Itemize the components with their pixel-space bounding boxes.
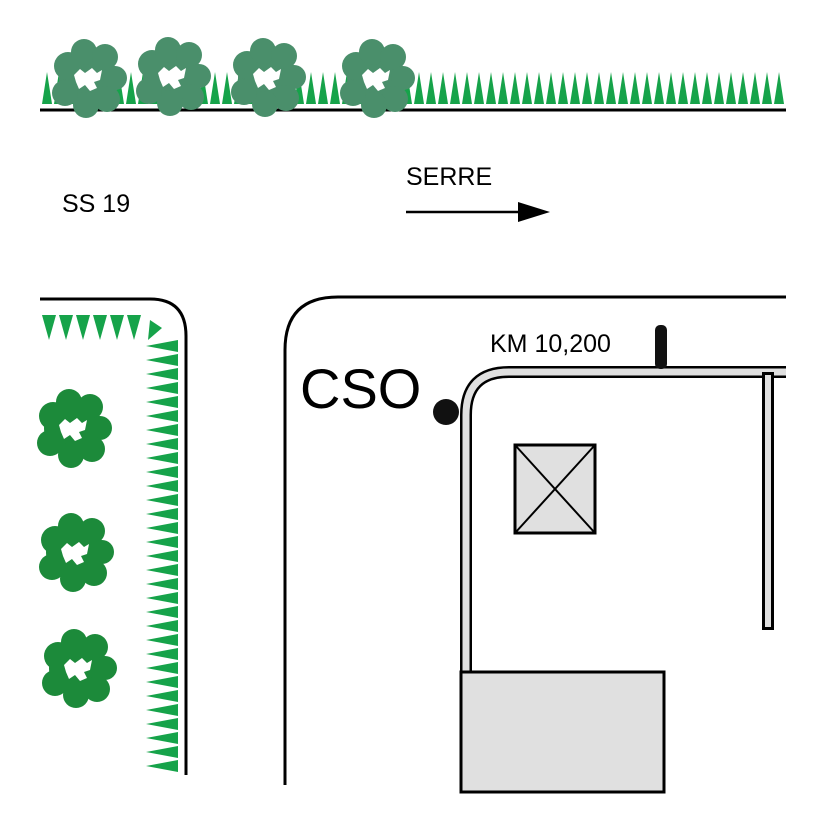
km-marker-label: KM 10,200 <box>490 330 611 358</box>
hedge-spike <box>510 72 520 104</box>
hedge-spike <box>42 72 52 104</box>
hedge-spike <box>146 634 178 646</box>
hedge-spike <box>93 315 107 340</box>
hedge-spike <box>127 315 141 340</box>
hedge-spike <box>558 72 568 104</box>
hedge-spike <box>678 72 688 104</box>
hedge-spike <box>146 354 178 366</box>
hedge-spike <box>146 452 178 464</box>
hedge-spike <box>714 72 724 104</box>
hedge-spike <box>146 662 178 674</box>
hedge-spike <box>750 72 760 104</box>
hedge-spike <box>148 320 162 340</box>
arrow-right-icon <box>406 202 550 222</box>
hedge-spike <box>498 72 508 104</box>
hedge-spike <box>146 676 178 688</box>
hedge-spike <box>146 760 178 772</box>
hedge-spike <box>690 72 700 104</box>
hedge-spike <box>146 648 178 660</box>
hedge-spike <box>546 72 556 104</box>
hedge-spike <box>146 746 178 758</box>
hedge-spike <box>146 396 178 408</box>
building-block <box>459 670 666 794</box>
hedge-spike <box>738 72 748 104</box>
hedge-spike <box>146 382 178 394</box>
road-name-label: SS 19 <box>62 190 130 218</box>
hedge-spike <box>146 606 178 618</box>
hedge-spike <box>522 72 532 104</box>
hedge-spike <box>534 72 544 104</box>
hedge-spike <box>582 72 592 104</box>
hedge-spike <box>594 72 604 104</box>
hedge-spike <box>146 550 178 562</box>
tree-icon <box>340 39 415 118</box>
hedge-left <box>42 315 178 772</box>
hedge-spike <box>570 72 580 104</box>
hedge-spike <box>146 592 178 604</box>
hedge-spike <box>59 315 73 340</box>
hedge-spike <box>76 315 90 340</box>
hedge-spike <box>222 72 232 104</box>
hedge-spike <box>606 72 616 104</box>
hedge-spike <box>146 732 178 744</box>
tree-icon <box>231 38 306 117</box>
hedge-spike <box>450 72 460 104</box>
hedge-spike <box>146 466 178 478</box>
hedge-spike <box>474 72 484 104</box>
hedge-spike <box>146 438 178 450</box>
tree-icon <box>37 389 112 468</box>
hedge-spike <box>762 72 772 104</box>
hedge-spike <box>146 522 178 534</box>
hedge-spike <box>462 72 472 104</box>
tree-icon <box>42 629 117 708</box>
manhole-icon <box>513 443 597 535</box>
hedge-spike <box>306 72 316 104</box>
hedge-spike <box>146 494 178 506</box>
hedge-spike <box>110 315 124 340</box>
hedge-spike <box>146 508 178 520</box>
hedge-spike <box>146 578 178 590</box>
hedge-spike <box>146 340 178 352</box>
road-edge-right-block <box>283 295 786 785</box>
hedge-spike <box>146 718 178 730</box>
hedge-spike <box>426 72 436 104</box>
hedge-spike <box>318 72 328 104</box>
hedge-spike <box>42 315 56 340</box>
hedge-spike <box>210 72 220 104</box>
hedge-spike <box>146 620 178 632</box>
hedge-spike <box>774 72 784 104</box>
hedge-spike <box>630 72 640 104</box>
hedge-spike <box>414 72 424 104</box>
hedge-spike <box>726 72 736 104</box>
tree-icon <box>136 37 211 116</box>
direction-label: SERRE <box>406 163 492 191</box>
hedge-spike <box>146 704 178 716</box>
hedge-spike <box>486 72 496 104</box>
tree-icon <box>52 39 127 118</box>
tree-icon <box>39 513 114 592</box>
hedge-spike <box>146 368 178 380</box>
hedge-spike <box>618 72 628 104</box>
hedge-spike <box>654 72 664 104</box>
tree-row-left <box>37 389 117 708</box>
hedge-spike <box>642 72 652 104</box>
tree-row-top <box>52 37 415 118</box>
hedge-spike <box>146 480 178 492</box>
km-post-icon <box>655 325 667 369</box>
site-code-label: CSO <box>300 357 421 420</box>
hedge-spike <box>146 536 178 548</box>
hedge-spike <box>330 72 340 104</box>
hedge-spike <box>146 690 178 702</box>
hedge-spike <box>702 72 712 104</box>
hedge-spike <box>146 564 178 576</box>
road-edge-left-block <box>40 297 188 775</box>
hedge-spike <box>146 424 178 436</box>
hedge-spike <box>438 72 448 104</box>
site-dot-icon <box>433 399 459 425</box>
hedge-spike <box>666 72 676 104</box>
hedge-spike <box>146 410 178 422</box>
hedge-spike <box>126 72 136 104</box>
